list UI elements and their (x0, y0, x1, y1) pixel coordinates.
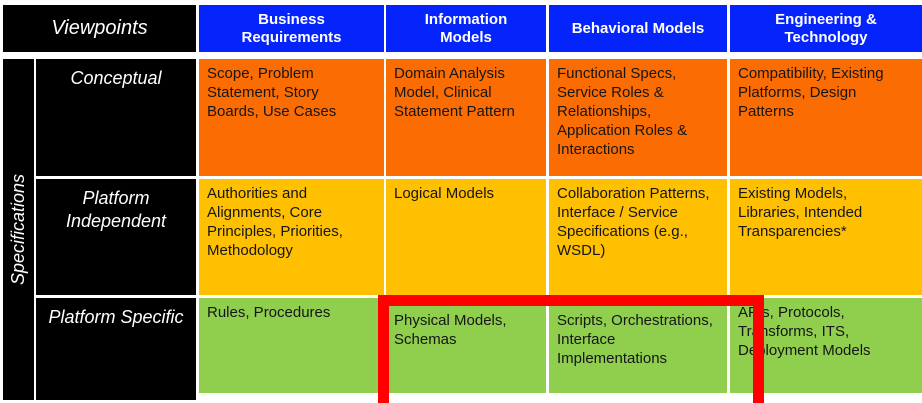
row-label-platform-specific: Platform Specific (36, 298, 196, 400)
matrix-cell-specific-engineering: APIs, Protocols, Transforms, ITS, Deploy… (730, 298, 922, 393)
column-header-behavioral-models: Behavioral Models (549, 5, 727, 52)
specifications-side-label-text: Specifications (8, 173, 28, 286)
matrix-cell-conceptual-behavioral: Functional Specs, Service Roles & Relati… (549, 59, 727, 176)
matrix-cell-independent-behavioral: Collaboration Patterns, Interface / Serv… (549, 179, 727, 295)
matrix-cell-conceptual-business: Scope, Problem Statement, Story Boards, … (199, 59, 384, 176)
specifications-side-label: Specifications (3, 59, 34, 400)
matrix-cell-specific-behavioral: Scripts, Orchestrations, Interface Imple… (549, 298, 727, 393)
matrix-cell-specific-information: Physical Models, Schemas (386, 298, 546, 393)
matrix-cell-independent-engineering: Existing Models, Libraries, Intended Tra… (730, 179, 922, 295)
matrix-cell-conceptual-engineering: Compatibility, Existing Platforms, Desig… (730, 59, 922, 176)
matrix-cell-specific-business: Rules, Procedures (199, 298, 384, 393)
matrix-cell-independent-business: Authorities and Alignments, Core Princip… (199, 179, 384, 295)
matrix-cell-conceptual-information: Domain Analysis Model, Clinical Statemen… (386, 59, 546, 176)
viewpoints-header-cell: Viewpoints (3, 5, 196, 52)
column-header-business-requirements: Business Requirements (199, 5, 384, 52)
column-header-engineering-technology: Engineering & Technology (730, 5, 922, 52)
row-label-platform-independent: Platform Independent (36, 179, 196, 295)
row-label-conceptual: Conceptual (36, 59, 196, 176)
matrix-cell-independent-information: Logical Models (386, 179, 546, 295)
column-header-information-models: Information Models (386, 5, 546, 52)
